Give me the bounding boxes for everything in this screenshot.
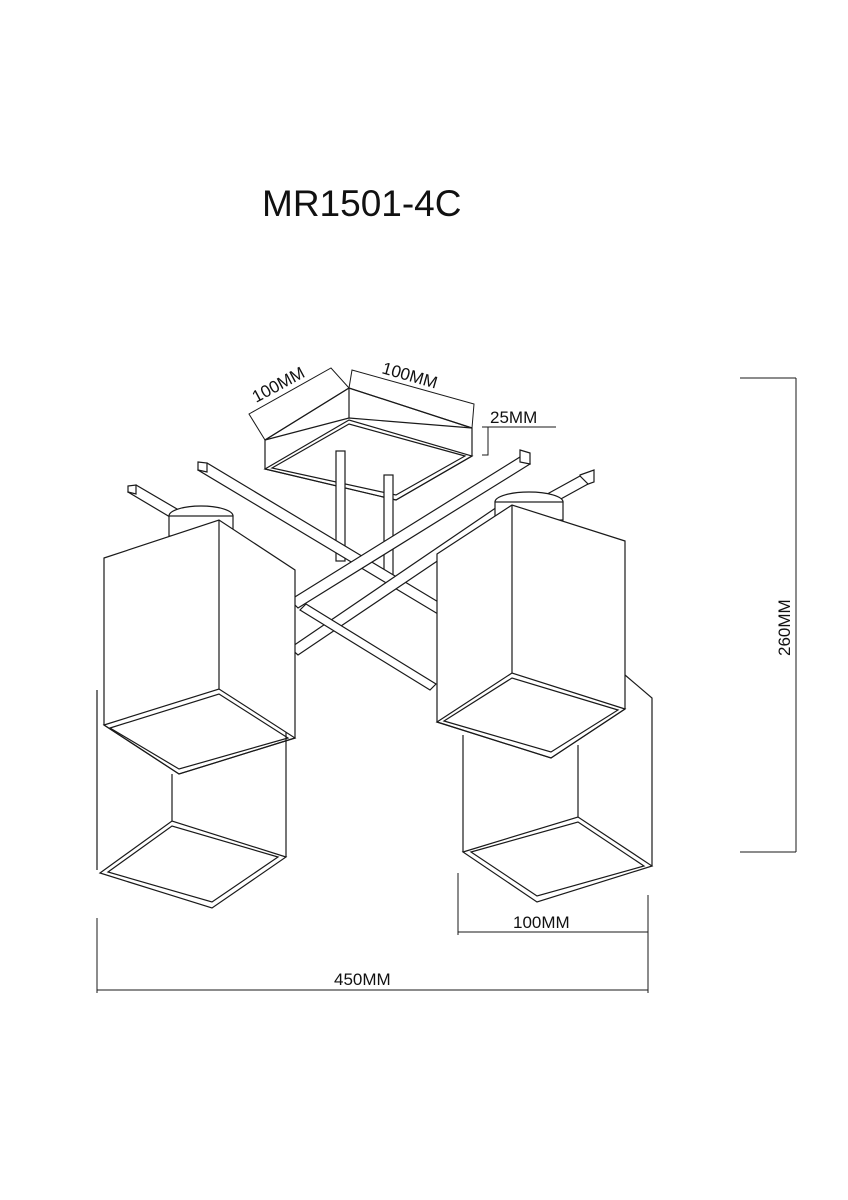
total-width-label: 450MM bbox=[334, 970, 391, 989]
shade-width-dimension bbox=[457, 873, 649, 935]
canopy-height-label: 25MM bbox=[490, 408, 537, 427]
shade-right-lower bbox=[461, 674, 654, 903]
shade-right-upper bbox=[435, 491, 627, 759]
canopy-width-left-label: 100MM bbox=[249, 363, 308, 406]
shade-left-upper bbox=[102, 505, 297, 775]
shade-width-label: 100MM bbox=[513, 913, 570, 932]
total-height-label: 260MM bbox=[775, 599, 794, 656]
canopy-width-right-label: 100MM bbox=[380, 359, 440, 393]
shade-left-lower bbox=[96, 690, 288, 909]
canopy bbox=[263, 387, 474, 576]
model-title: MR1501-4C bbox=[262, 183, 461, 224]
canopy-dimensions bbox=[248, 367, 556, 456]
height-dimension bbox=[740, 377, 797, 853]
width-dimension bbox=[96, 918, 649, 993]
